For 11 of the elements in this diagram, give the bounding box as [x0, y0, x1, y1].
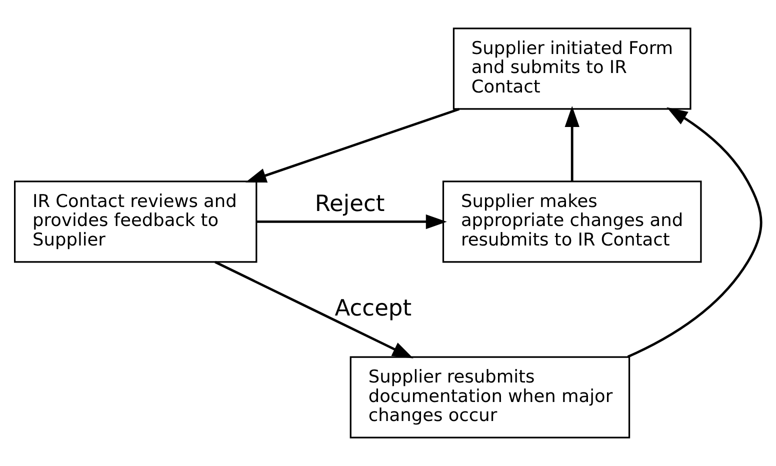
node-box: Supplier initiated Form and submits to IR Contact [452, 28, 692, 110]
edge-label: Accept [334, 295, 412, 322]
node-box: Supplier makes appropriate changes and resubmits to IR Contact [442, 180, 702, 263]
arrow [627, 107, 762, 358]
arrow [564, 106, 580, 182]
arrow [214, 260, 414, 358]
edge-label: Reject [314, 190, 385, 217]
node-box: IR Contact reviews and provides feedback to Supplier [14, 180, 258, 263]
node-box: Supplier resubmits documentation when major changes occur [350, 356, 630, 438]
arrow [245, 108, 460, 183]
arrow [256, 214, 447, 230]
